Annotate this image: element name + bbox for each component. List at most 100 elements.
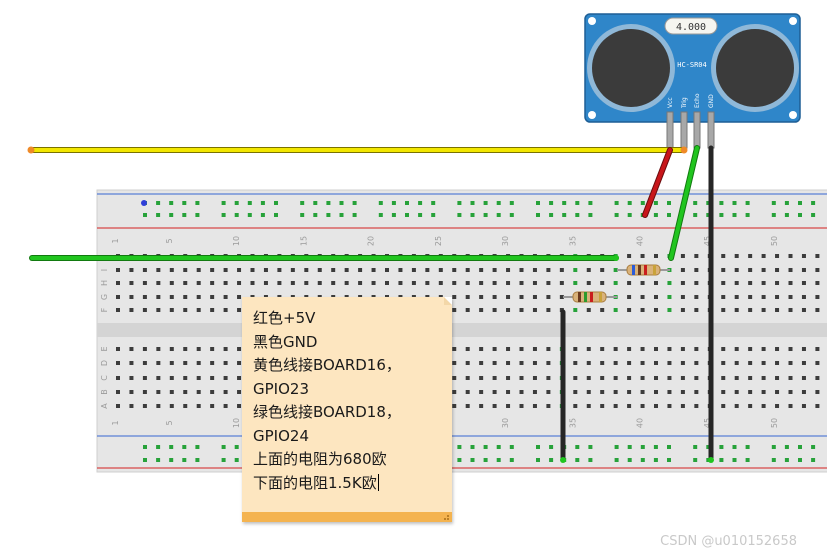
breadboard-hole xyxy=(169,347,174,351)
breadboard-hole xyxy=(654,281,658,285)
breadboard-hole xyxy=(237,390,242,394)
breadboard-hole xyxy=(237,281,242,285)
black-wire-end[interactable] xyxy=(708,457,714,463)
green-wire-short[interactable] xyxy=(669,146,699,260)
breadboard-hole xyxy=(465,361,470,365)
breadboard-hole xyxy=(734,254,739,258)
breadboard-hole xyxy=(496,201,501,205)
yellow-wire-end[interactable] xyxy=(27,146,35,154)
row-letter: C xyxy=(100,375,109,381)
breadboard-hole xyxy=(680,254,685,258)
transducer-left xyxy=(592,29,670,107)
breadboard-hole xyxy=(371,268,376,272)
breadboard-hole xyxy=(721,254,726,258)
red-wire[interactable] xyxy=(643,148,672,217)
breadboard-hole xyxy=(290,268,295,272)
breadboard-hole xyxy=(371,281,376,285)
breadboard-hole xyxy=(156,308,161,312)
breadboard-hole xyxy=(627,213,632,217)
yellow-wire-end[interactable] xyxy=(680,146,688,154)
breadboard-hole xyxy=(600,268,605,272)
breadboard-hole xyxy=(479,295,484,299)
sensor-pin[interactable] xyxy=(680,111,688,149)
breadboard-hole xyxy=(470,445,475,449)
breadboard-hole xyxy=(667,376,672,380)
breadboard-hole xyxy=(562,201,567,205)
breadboard-hole xyxy=(391,213,396,217)
breadboard-hole xyxy=(509,445,514,449)
breadboard-hole xyxy=(573,376,578,380)
column-number: 35 xyxy=(568,418,577,428)
breadboard-hole xyxy=(748,308,753,312)
breadboard-hole xyxy=(815,254,820,258)
sensor-pin[interactable] xyxy=(707,111,715,149)
breadboard-hole xyxy=(479,347,484,351)
breadboard-hole xyxy=(196,390,201,394)
breadboard-hole xyxy=(680,404,685,408)
breadboard-hole xyxy=(156,268,161,272)
column-number: 45 xyxy=(703,236,712,246)
breadboard-hole xyxy=(496,445,501,449)
breadboard-hole xyxy=(156,347,161,351)
breadboard-hole xyxy=(734,390,739,394)
breadboard-hole xyxy=(142,404,147,408)
breadboard-hole xyxy=(653,213,658,217)
breadboard-hole xyxy=(457,458,462,462)
black-wire-end[interactable] xyxy=(560,457,566,463)
breadboard-hole xyxy=(129,376,134,380)
breadboard-hole xyxy=(734,347,739,351)
breadboard-hole xyxy=(210,376,215,380)
breadboard-hole xyxy=(586,281,591,285)
breadboard-hole xyxy=(378,213,383,217)
sensor-pin[interactable] xyxy=(693,111,701,149)
breadboard-hole xyxy=(546,281,551,285)
breadboard-hole xyxy=(452,268,457,272)
watermark: CSDN @u010152658 xyxy=(660,534,797,549)
breadboard-hole xyxy=(300,213,305,217)
column-number: 1 xyxy=(111,238,120,243)
breadboard-hole xyxy=(667,445,671,449)
breadboard-hole xyxy=(801,390,806,394)
breadboard-hole xyxy=(169,458,174,462)
breadboard-hole xyxy=(798,445,802,449)
breadboard-hole xyxy=(506,390,511,394)
breadboard-hole xyxy=(300,201,305,205)
transducer-right xyxy=(716,29,794,107)
green-wire-end[interactable] xyxy=(613,255,619,261)
breadboard-hole xyxy=(223,281,228,285)
breadboard-hole xyxy=(405,213,409,217)
breadboard-hole xyxy=(509,201,514,205)
breadboard-hole xyxy=(237,295,242,299)
breadboard-hole xyxy=(546,308,551,312)
breadboard-hole xyxy=(116,268,120,272)
breadboard-hole xyxy=(680,390,685,394)
breadboard-hole xyxy=(532,376,537,380)
breadboard-hole xyxy=(129,347,134,351)
sensor-pin[interactable] xyxy=(666,111,674,149)
breadboard-hole xyxy=(771,445,776,449)
breadboard-hole xyxy=(667,347,672,351)
breadboard-hole xyxy=(721,268,726,272)
breadboard-hole xyxy=(492,376,497,380)
breadboard-hole xyxy=(156,390,161,394)
breadboard-hole xyxy=(653,445,658,449)
breadboard-hole xyxy=(654,361,658,365)
resistor-680-ohm[interactable] xyxy=(617,264,670,276)
breadboard-hole xyxy=(418,201,423,205)
breadboard-hole xyxy=(532,390,537,394)
resize-grip-icon[interactable] xyxy=(442,513,450,521)
breadboard-hole xyxy=(575,201,580,205)
resistor-1-5k-ohm[interactable] xyxy=(563,291,617,303)
breadboard-hole xyxy=(438,268,443,272)
sensor-pin-label: Echo xyxy=(694,93,701,108)
breadboard-hole xyxy=(761,376,766,380)
breadboard-hole xyxy=(378,201,383,205)
breadboard-center-channel xyxy=(97,323,827,337)
note-resize-bar[interactable] xyxy=(242,512,452,522)
breadboard-hole xyxy=(748,361,753,365)
breadboard-hole xyxy=(693,458,698,462)
breadboard-hole xyxy=(221,201,226,205)
